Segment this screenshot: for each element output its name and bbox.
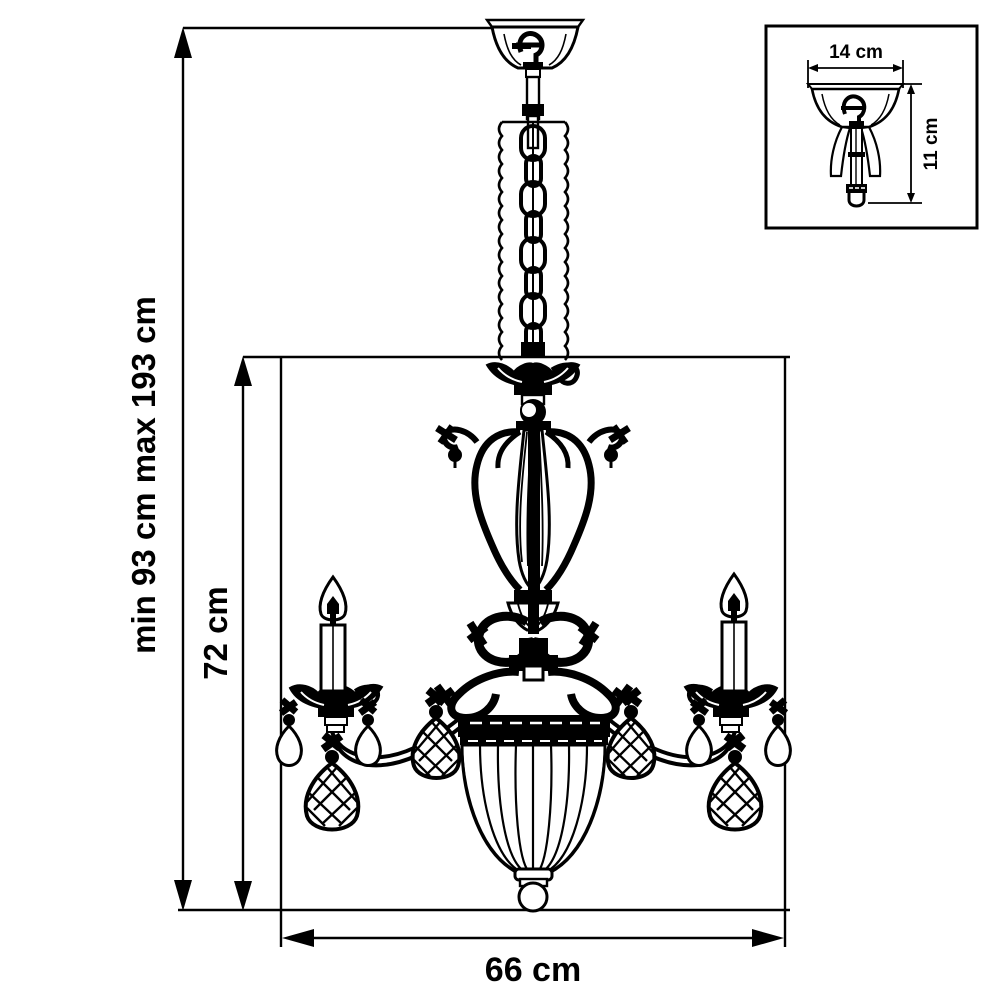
dim-label-width: 66 cm <box>485 951 581 989</box>
suspension-hook <box>512 31 545 62</box>
middle-scroll-ring <box>466 611 600 682</box>
arrowhead-overall-top <box>174 27 192 58</box>
arrowhead-body-bottom <box>234 881 252 911</box>
crystal-pendant-diamond-cut <box>410 686 462 780</box>
fabric-covered-chain <box>497 120 570 361</box>
crystal-pendant-diamond-cut <box>303 731 361 832</box>
inset-suspension-hook <box>841 94 867 124</box>
candle-sleeve-left-outer <box>318 574 348 693</box>
candle-arm-left-inner <box>410 686 462 780</box>
crown-collar <box>485 362 581 406</box>
arrowhead-width-right <box>752 929 784 947</box>
crystal-pendant-diamond-cut <box>706 731 764 832</box>
dimension-arrowheads <box>174 27 784 947</box>
arrowhead-overall-bottom <box>174 880 192 911</box>
crystal-pendant-plain <box>764 697 792 767</box>
candle-arm-right-inner <box>605 686 657 780</box>
crystal-pendant-diamond-cut <box>605 686 657 780</box>
bottom-ball-finial <box>517 881 549 913</box>
dimension-lines <box>178 26 790 947</box>
ceiling-canopy <box>484 18 586 78</box>
candle-sleeve-right-outer <box>719 571 749 693</box>
chandelier-illustration <box>275 18 792 913</box>
bowl-beaded-band <box>458 715 610 745</box>
dim-label-overall-height: min 93 cm max 193 cm <box>125 296 162 654</box>
inset-dim-label-height: 11 cm <box>921 118 942 171</box>
lyre-shaped-upper-frame <box>435 399 631 634</box>
inset-canopy-drawing <box>805 83 906 208</box>
dim-label-body-height: 72 cm <box>197 586 234 680</box>
crystal-pendant-plain <box>354 697 382 767</box>
arrowhead-body-top <box>234 356 252 386</box>
canopy-detail-inset: 14 cm 11 cm <box>764 24 979 230</box>
arrowhead-width-left <box>282 929 314 947</box>
crystal-pendant-plain <box>275 697 303 767</box>
inset-dim-label-width: 14 cm <box>829 42 883 63</box>
ribbed-glass-bowl <box>460 743 607 913</box>
candle-arm-left-outer <box>275 574 464 832</box>
crystal-pendant-plain <box>685 697 713 767</box>
